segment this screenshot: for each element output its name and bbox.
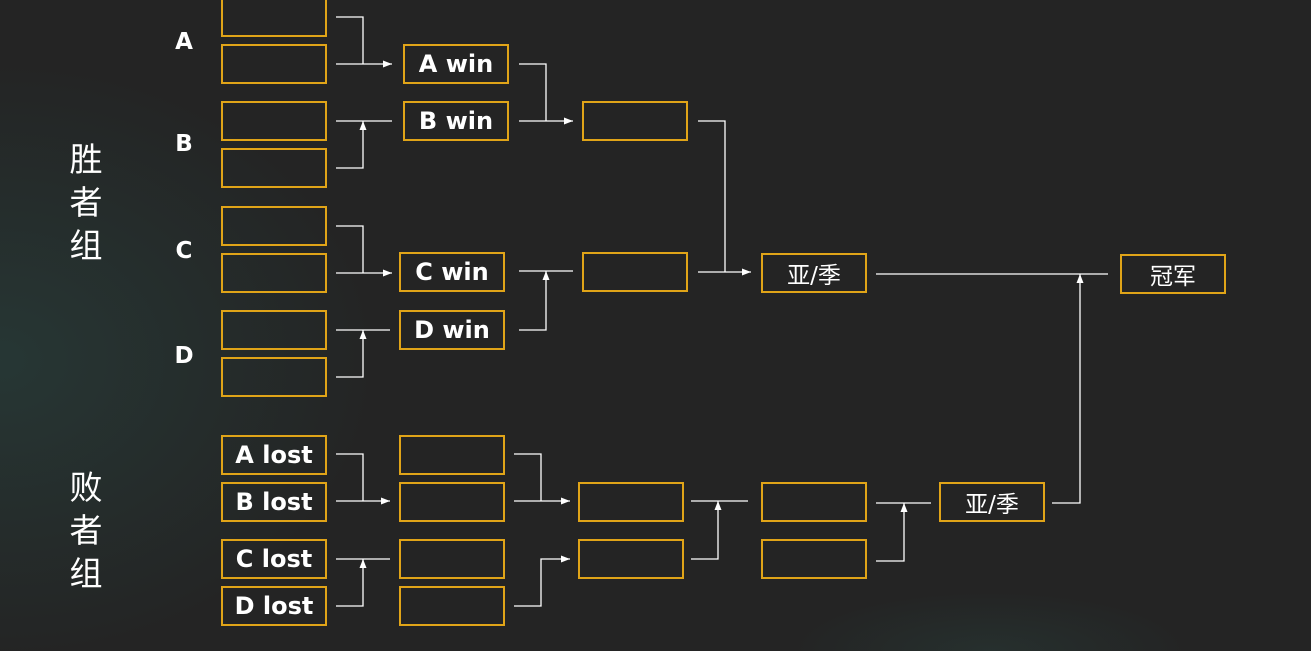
- losers-group-char-2: 者: [69, 511, 103, 550]
- c-win-box[interactable]: C win: [399, 252, 505, 292]
- winners-final-box[interactable]: 亚/季: [761, 253, 867, 293]
- winners-r1-slot-6[interactable]: [221, 253, 327, 293]
- winners-semifinal-1[interactable]: [582, 101, 688, 141]
- winners-r1-slot-7[interactable]: [221, 310, 327, 350]
- losers-r2-slot-3[interactable]: [399, 539, 505, 579]
- winners-group-char-1: 胜: [69, 140, 103, 179]
- winners-r1-slot-4[interactable]: [221, 148, 327, 188]
- winners-r1-slot-3[interactable]: [221, 101, 327, 141]
- winners-semifinal-2[interactable]: [582, 252, 688, 292]
- losers-group-label: 败 者 组: [64, 466, 108, 595]
- connector-ab-losers: [336, 453, 390, 501]
- a-lost-box[interactable]: A lost: [221, 435, 327, 475]
- winners-r1-slot-2[interactable]: [221, 44, 327, 84]
- winners-r1-slot-5[interactable]: [221, 206, 327, 246]
- losers-r2-slot-2[interactable]: [399, 482, 505, 522]
- connector-a-pair: [336, 16, 392, 64]
- b-lost-box[interactable]: B lost: [221, 482, 327, 522]
- winners-group-label: 胜 者 组: [64, 138, 108, 267]
- losers-final-box[interactable]: 亚/季: [939, 482, 1045, 522]
- winners-r1-slot-8[interactable]: [221, 357, 327, 397]
- seed-label-c: C: [175, 238, 193, 264]
- losers-r4-slot-2[interactable]: [761, 539, 867, 579]
- losers-r3-slot-1[interactable]: [578, 482, 684, 522]
- losers-group-char-1: 败: [69, 468, 103, 507]
- connector-b-pair: [336, 121, 392, 169]
- connector-finals-to-champion: [876, 274, 1108, 504]
- seed-label-d: D: [174, 343, 194, 369]
- connector-c-pair: [336, 225, 392, 273]
- connector-cd-losers: [336, 559, 390, 607]
- champion-box[interactable]: 冠军: [1120, 254, 1226, 294]
- winners-r1-slot-1[interactable]: [221, 0, 327, 37]
- c-lost-box[interactable]: C lost: [221, 539, 327, 579]
- connector-ab-winners: [519, 63, 573, 121]
- winners-group-char-2: 者: [69, 183, 103, 222]
- d-win-box[interactable]: D win: [399, 310, 505, 350]
- connector-losers-r2-bottom: [514, 555, 570, 607]
- b-win-box[interactable]: B win: [403, 101, 509, 141]
- connector-cd-winners: [519, 271, 573, 331]
- connector-d-pair: [336, 330, 390, 378]
- losers-r3-slot-2[interactable]: [578, 539, 684, 579]
- losers-r4-slot-1[interactable]: [761, 482, 867, 522]
- losers-group-char-3: 组: [69, 554, 103, 593]
- d-lost-box[interactable]: D lost: [221, 586, 327, 626]
- losers-r2-slot-1[interactable]: [399, 435, 505, 475]
- winners-group-char-3: 组: [69, 226, 103, 265]
- connector-losers-r4: [876, 503, 931, 562]
- connector-losers-r3: [691, 501, 748, 560]
- a-win-box[interactable]: A win: [403, 44, 509, 84]
- connector-semis-to-final: [698, 120, 751, 272]
- connector-losers-r2-top: [514, 453, 570, 501]
- losers-r2-slot-4[interactable]: [399, 586, 505, 626]
- seed-label-b: B: [175, 131, 193, 157]
- seed-label-a: A: [175, 29, 193, 55]
